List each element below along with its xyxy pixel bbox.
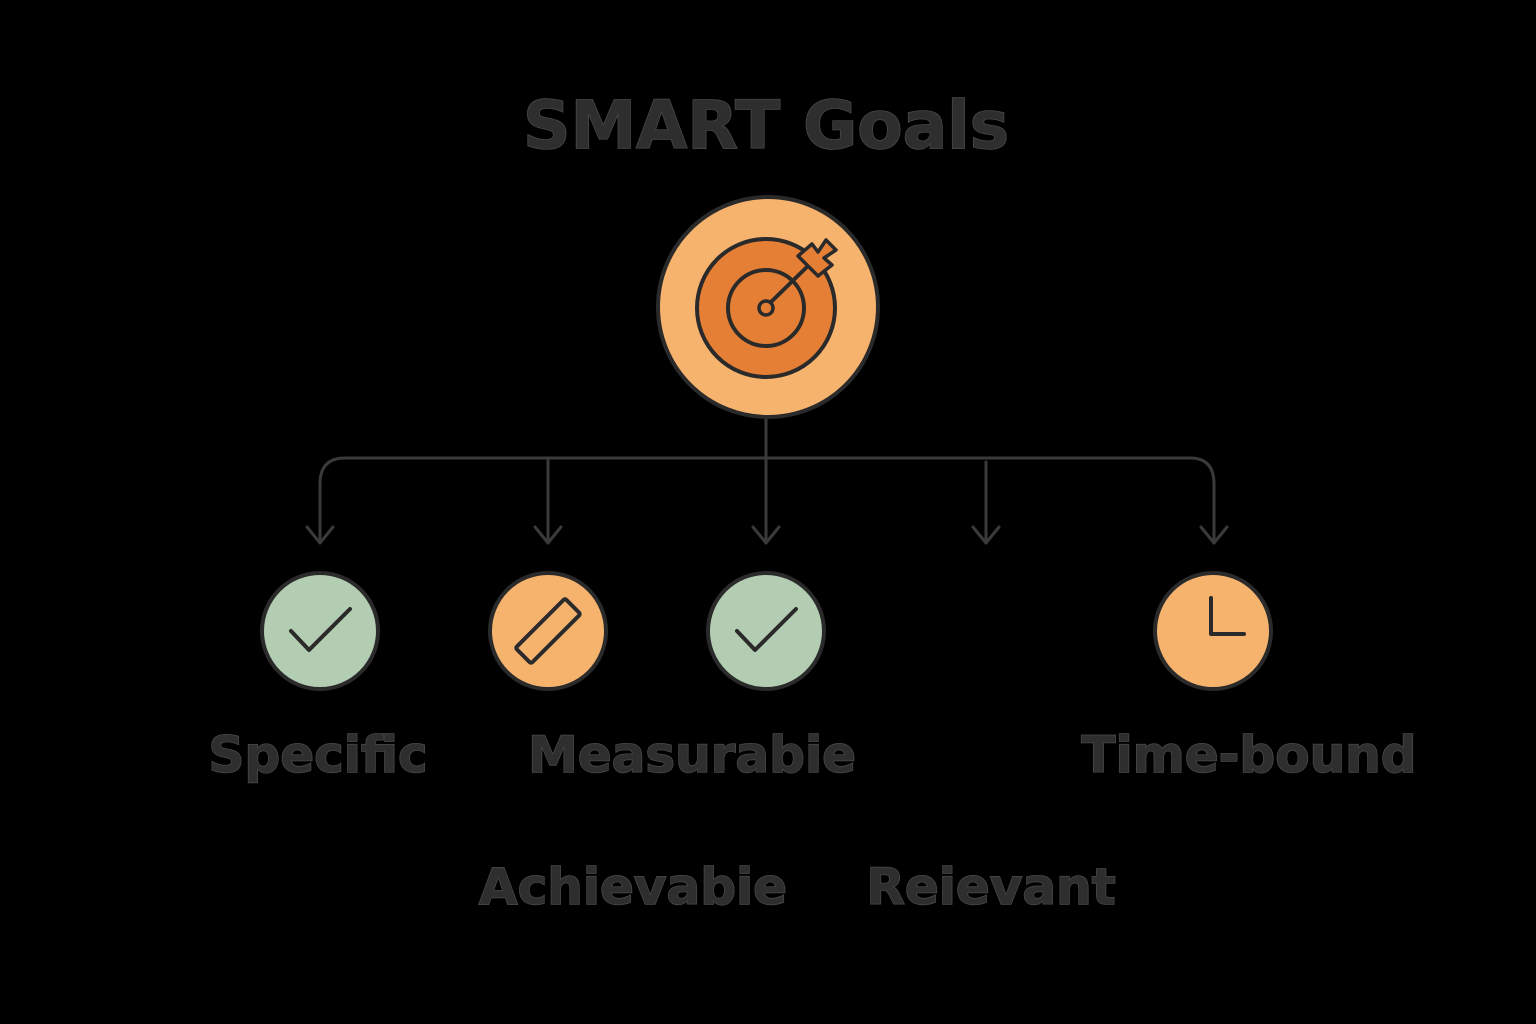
label-time-bound: Time-bound xyxy=(1081,726,1416,784)
central-goal-node xyxy=(656,195,880,419)
arrow-heads xyxy=(305,525,1229,545)
ruler-icon xyxy=(514,597,582,665)
node-achievable xyxy=(706,571,826,691)
arrowhead-icon xyxy=(751,525,781,545)
checkmark-icon xyxy=(289,607,352,652)
node-specific xyxy=(260,571,380,691)
label-achievable: Achievabie xyxy=(479,858,787,916)
clock-icon xyxy=(1209,596,1246,636)
arrowhead-icon xyxy=(971,525,1001,545)
node-measurable xyxy=(488,571,608,691)
label-measurable: Measurabie xyxy=(528,726,856,784)
node-time-bound xyxy=(1153,571,1273,691)
arrowhead-icon xyxy=(533,525,563,545)
arrowhead-icon xyxy=(1199,525,1229,545)
diagram-title: SMART Goals xyxy=(523,87,1009,164)
branch-specific xyxy=(318,456,347,542)
checkmark-icon xyxy=(735,607,798,652)
branch-time-bound xyxy=(1188,456,1216,542)
label-relevant: Reievant xyxy=(866,858,1115,916)
label-specific: Specific xyxy=(208,726,427,784)
connector-lines xyxy=(318,418,1216,542)
arrowhead-icon xyxy=(305,525,335,545)
target-with-arrow-icon xyxy=(695,237,838,379)
